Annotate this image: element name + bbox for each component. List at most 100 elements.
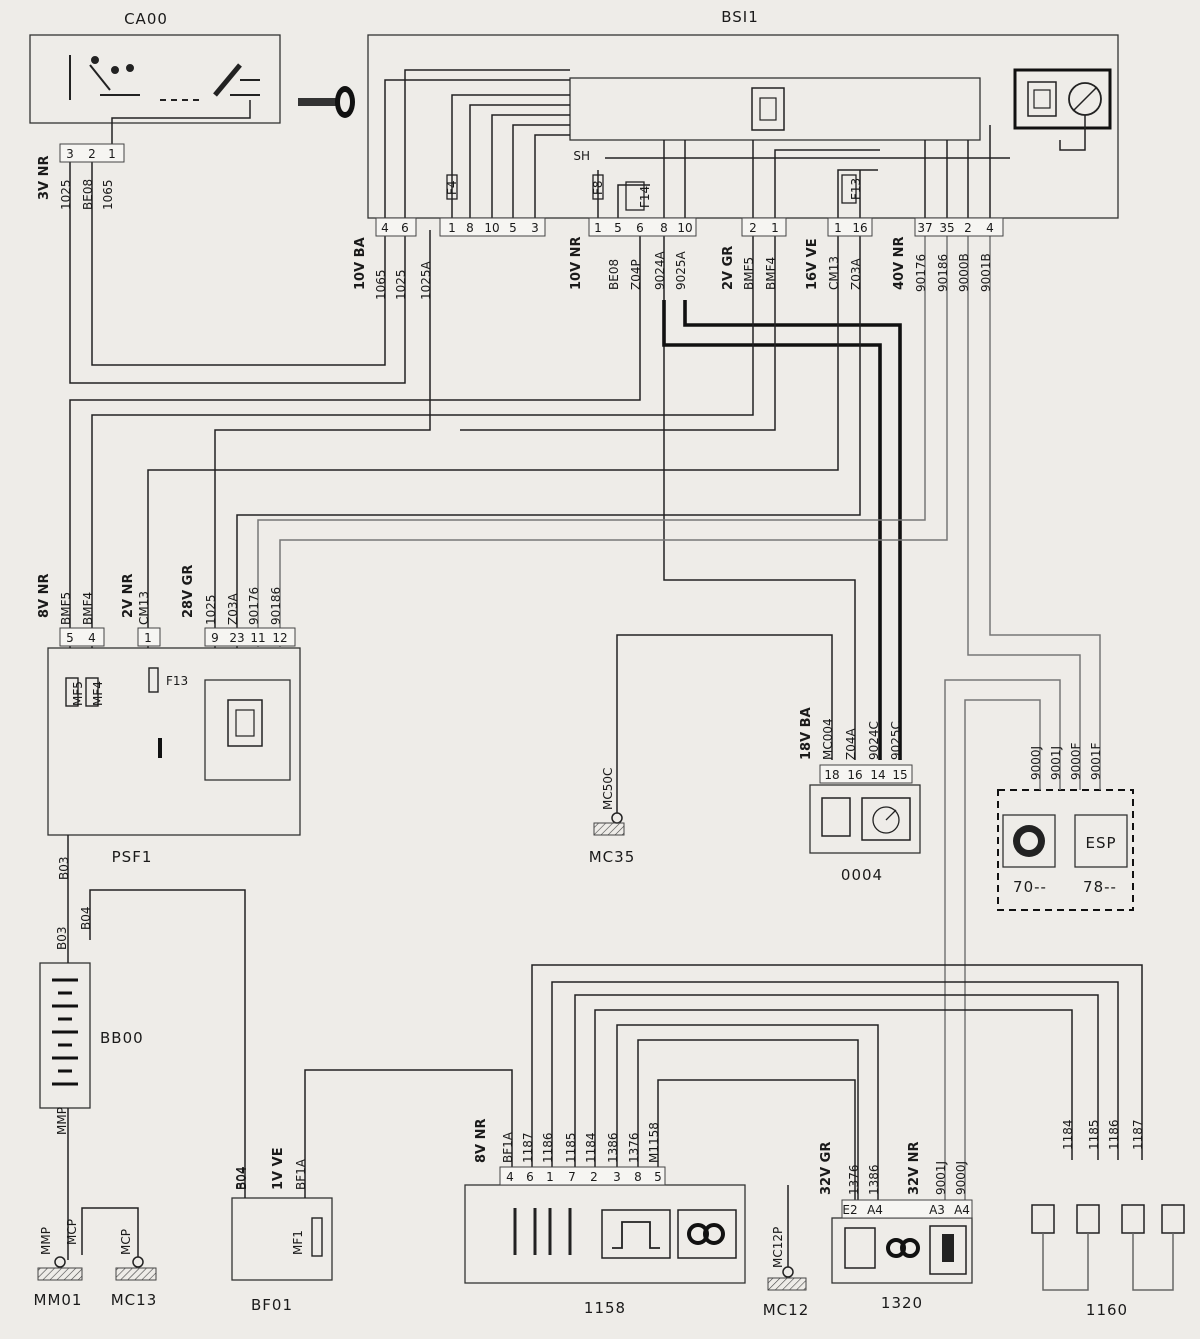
component-label-78: 78-- (1083, 878, 1117, 896)
wire-code: MCP (119, 1229, 133, 1255)
psf1-module (204, 679, 291, 781)
wire-code: BF1A (501, 1131, 515, 1163)
pin-number: 14 (870, 768, 885, 782)
bf01-box (231, 1197, 333, 1281)
relay-label: MF4 (91, 681, 105, 706)
fuse-icon (841, 174, 857, 204)
wire-code: BMF4 (81, 592, 95, 625)
pin-number: 2 (590, 1170, 598, 1184)
wire-code: B04 (234, 1166, 248, 1190)
wire-code: MC12P (771, 1227, 785, 1268)
wire-code: 1025 (204, 594, 218, 625)
pin-number: 12 (272, 631, 287, 645)
component-label-mm01: MM01 (34, 1291, 83, 1309)
wire-code: B04 (79, 906, 93, 930)
wire-code: 9024C (867, 721, 881, 760)
wire-code: M1158 (647, 1122, 661, 1163)
pin-number: 35 (939, 221, 954, 235)
connector-bsi-c: 2V GR (721, 246, 736, 290)
component-label-1158: 1158 (584, 1299, 626, 1317)
injector-group-1160 (1031, 1204, 1185, 1291)
fuse-label: F8 (591, 180, 605, 195)
component-label-70: 70-- (1013, 878, 1047, 896)
bsi1-module-box (1013, 68, 1112, 130)
ca00-box (29, 34, 281, 124)
relay-contacts-icon (513, 1208, 572, 1255)
wire-code: 1025A (419, 260, 433, 300)
pin-number: 5 (509, 221, 517, 235)
connector-1158: 8V NR (474, 1118, 489, 1163)
wire-code: 90176 (247, 587, 261, 625)
wire-code: 1386 (867, 1164, 881, 1195)
component-label-bsi1: BSI1 (721, 8, 759, 26)
pin-number: 10 (677, 221, 692, 235)
component-label-ca00: CA00 (124, 10, 168, 28)
wire-code: MMP (55, 1107, 69, 1135)
pin-number: 16 (852, 221, 867, 235)
battery-icon (52, 978, 78, 1086)
pin-number: 1 (144, 631, 152, 645)
pin-strips (59, 143, 1004, 1219)
connector-ca00: 3V NR (37, 155, 52, 200)
fuse-label: F13 (849, 178, 863, 200)
wire-code: MCP (65, 1219, 79, 1245)
component-label-bb00: BB00 (100, 1029, 144, 1047)
wire-code: Z03A (226, 593, 240, 625)
pin-number: 37 (917, 221, 932, 235)
connector-1320-b: 32V NR (907, 1141, 922, 1195)
connector-0004: 18V BA (799, 707, 814, 760)
component-label-psf1: PSF1 (112, 848, 153, 866)
connector-psf-a: 8V NR (37, 573, 52, 618)
wire-code: 1065 (374, 269, 388, 300)
sensor-dial-icon (1068, 82, 1102, 116)
bb00-box (39, 962, 91, 1109)
pin-number: 1 (771, 221, 779, 235)
pin-number: A4 (954, 1203, 970, 1217)
esp-badge-text: ESP (1085, 834, 1116, 852)
component-label-mc35: MC35 (589, 848, 636, 866)
wire-code: BE08 (607, 259, 621, 290)
pin-number: A3 (929, 1203, 945, 1217)
wire-code: Z03A (849, 258, 863, 290)
pin-number: 2 (749, 221, 757, 235)
pin-number: 1 (546, 1170, 554, 1184)
wire-code: 1386 (606, 1132, 620, 1163)
chip-icon (227, 699, 263, 747)
pin-number: 8 (660, 221, 668, 235)
component-label-bf01: BF01 (251, 1296, 293, 1314)
injector-icon (929, 1225, 967, 1275)
wire-code: 9025C (889, 721, 903, 760)
coil-icon (886, 1238, 920, 1258)
connector-bsi-e: 40V NR (892, 236, 907, 290)
wire-code: MC004 (821, 718, 835, 760)
fuse-icon (311, 1217, 323, 1257)
esp-group-box (997, 789, 1134, 911)
connector-psf-c: 28V GR (181, 565, 196, 618)
wire-code: BMF5 (59, 592, 73, 625)
pin-number: 6 (526, 1170, 534, 1184)
component-label-1320: 1320 (881, 1294, 923, 1312)
wire-code: BMF5 (742, 257, 756, 290)
gauge-icon (861, 797, 911, 841)
fuse-label: F14 (638, 186, 652, 208)
fuse-icon (446, 174, 458, 200)
wire-code: 90176 (914, 254, 928, 292)
pin-number: 4 (506, 1170, 514, 1184)
relay-label: MF5 (71, 681, 85, 706)
wire-code: 1025 (394, 269, 408, 300)
wire-code: Z04P (629, 259, 643, 290)
wire-code: 9000J (1029, 746, 1043, 780)
brake-warning-icon (1013, 825, 1045, 857)
wire-code: 1376 (627, 1132, 641, 1163)
wire-code: 1025 (59, 179, 73, 210)
wire-code: 90186 (269, 587, 283, 625)
wire-code: 1376 (847, 1164, 861, 1195)
connector-psf-b: 2V NR (121, 573, 136, 618)
pulse-signal-icon (601, 1209, 671, 1259)
wire-code: 1186 (1107, 1119, 1121, 1150)
ground-symbol (37, 812, 807, 1291)
wire-code: B03 (55, 926, 69, 950)
wire-code: 9001J (1049, 746, 1063, 780)
